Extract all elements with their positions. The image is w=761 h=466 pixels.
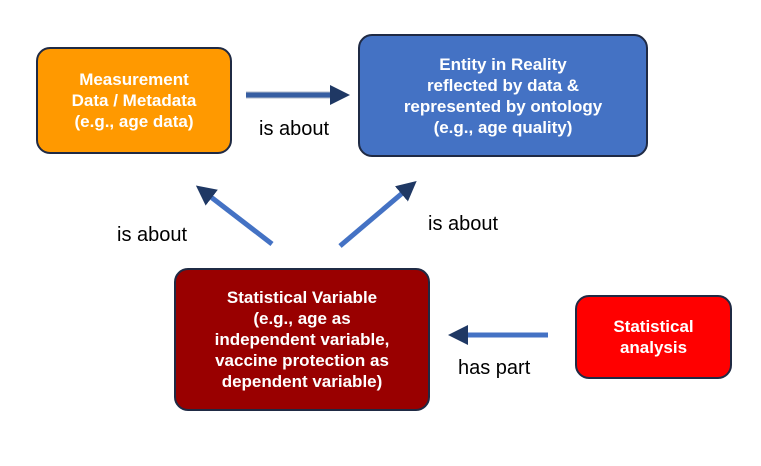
node-entity-line-3: represented by ontology: [403, 96, 603, 116]
node-variable-line-1: Statistical Variable: [226, 288, 378, 307]
node-measurement-data: Measurement Data / Metadata (e.g., age d…: [36, 47, 232, 154]
node-variable-line-3: independent variable,: [214, 330, 390, 349]
node-statistical-variable: Statistical Variable (e.g., age as indep…: [174, 268, 430, 411]
edge-label-measurement-to-entity: is about: [259, 118, 330, 140]
arrow-variable-to-measurement: [195, 185, 274, 246]
node-variable-line-4: vaccine protection as: [215, 351, 389, 370]
node-variable-line-5: dependent variable): [221, 372, 383, 391]
arrow-variable-to-entity: [338, 180, 417, 248]
edge-label-analysis-to-variable: has part: [458, 357, 531, 379]
node-entity-line-4: (e.g., age quality): [433, 117, 573, 137]
node-variable-line-2: (e.g., age as: [253, 309, 351, 328]
node-analysis-line-2: analysis: [619, 338, 688, 357]
node-entity-line-2: reflected by data &: [426, 75, 580, 95]
node-entity-line-1: Entity in Reality: [439, 54, 567, 74]
edge-label-variable-to-measurement: is about: [117, 224, 188, 246]
node-analysis-line-1: Statistical: [613, 317, 694, 336]
node-measurement-line-3: (e.g., age data): [74, 112, 194, 131]
node-measurement-line-1: Measurement: [79, 70, 189, 89]
node-statistical-analysis: Statistical analysis: [575, 295, 732, 379]
node-measurement-line-2: Data / Metadata: [71, 91, 197, 110]
node-entity-in-reality: Entity in Reality reflected by data & re…: [358, 34, 648, 157]
edge-label-variable-to-entity: is about: [428, 213, 499, 235]
